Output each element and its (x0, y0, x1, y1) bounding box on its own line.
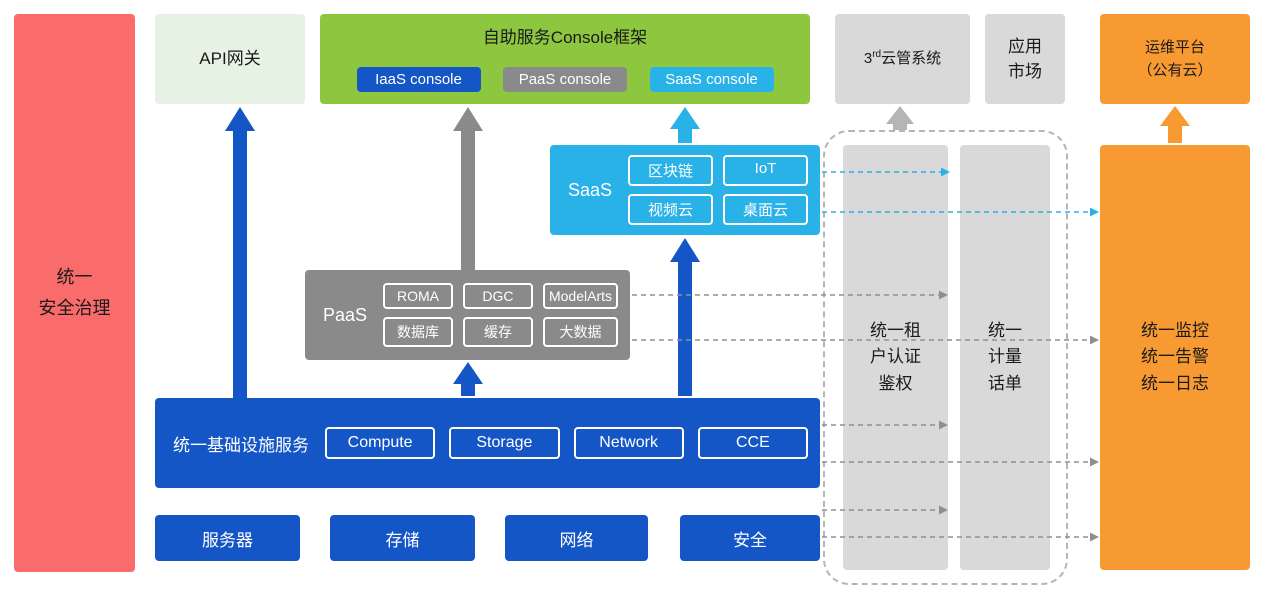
third-party-cloud-label: 3rd云管系统 (863, 49, 942, 68)
om-platform-label: 运维平台 （公有云） (1137, 38, 1213, 79)
arrow-saas-to-console (670, 107, 700, 143)
om-platform-box: 运维平台 （公有云） (1100, 14, 1250, 104)
bottom-box-network: 网络 (505, 515, 648, 561)
saas-item-iot: IoT (723, 155, 808, 186)
bottom-box-server-label: 服务器 (202, 530, 253, 550)
security-governance-bar: 统一 安全治理 (14, 14, 135, 572)
iaas-console-chip: IaaS console (356, 67, 481, 92)
saas-item-desktopcloud: 桌面云 (723, 194, 808, 225)
bottom-box-server: 服务器 (155, 515, 300, 561)
paas-console-chip: PaaS console (503, 67, 627, 92)
saas-item-videocloud: 视频云 (628, 194, 714, 225)
console-chip-row: IaaS console PaaS console SaaS console (334, 48, 796, 92)
bottom-box-security-label: 安全 (733, 530, 767, 550)
api-gateway-label: API网关 (199, 49, 261, 69)
paas-console-label: PaaS console (518, 71, 612, 88)
infrastructure-item-row: Compute Storage Network CCE (325, 427, 808, 459)
saas-console-chip: SaaS console (649, 67, 774, 92)
arrow-paas-to-console (453, 107, 483, 272)
paas-layer-box: PaaS ROMA DGC ModelArts 数据库 缓存 大数据 (305, 270, 630, 360)
infra-item-storage: Storage (449, 427, 560, 459)
infrastructure-layer-box: 统一基础设施服务 Compute Storage Network CCE (155, 398, 820, 488)
iaas-console-label: IaaS console (375, 71, 462, 88)
metering-label: 统一 计量 话单 (988, 320, 1022, 393)
infrastructure-label: 统一基础设施服务 (173, 435, 309, 455)
om-monitoring-bar: 统一监控 统一告警 统一日志 (1100, 145, 1250, 570)
third-party-cloud-box: 3rd云管系统 (835, 14, 970, 104)
arrow-infra-to-saas (670, 238, 700, 396)
bottom-box-storage: 存储 (330, 515, 475, 561)
bottom-box-storage-label: 存储 (385, 530, 420, 550)
paas-item-roma: ROMA (383, 283, 453, 309)
api-gateway-box: API网关 (155, 14, 305, 104)
saas-item-blockchain: 区块链 (628, 155, 714, 186)
paas-item-database: 数据库 (383, 317, 453, 347)
arrow-to-third-party-cloud (886, 106, 914, 130)
arrow-infra-to-paas (453, 362, 483, 396)
tenant-metering-dashed-frame (823, 130, 1068, 585)
arrow-to-om-platform (1160, 106, 1190, 143)
arrow-infra-to-api-gateway (225, 107, 255, 398)
paas-layer-label: PaaS (323, 304, 368, 325)
saas-layer-label: SaaS (568, 179, 613, 200)
paas-item-cache: 缓存 (463, 317, 533, 347)
saas-item-grid: 区块链 IoT 视频云 桌面云 (628, 155, 808, 225)
saas-layer-box: SaaS 区块链 IoT 视频云 桌面云 (550, 145, 820, 235)
bottom-box-network-label: 网络 (559, 530, 594, 550)
app-market-label: 应用 市场 (1008, 36, 1042, 82)
metering-bar: 统一 计量 话单 (960, 145, 1050, 570)
infra-item-network: Network (573, 427, 684, 459)
om-monitoring-label: 统一监控 统一告警 统一日志 (1141, 320, 1209, 393)
app-market-box: 应用 市场 (985, 14, 1065, 104)
paas-item-dgc: DGC (463, 283, 533, 309)
security-governance-label: 统一 安全治理 (38, 267, 111, 318)
console-frame-title: 自助服务Console框架 (482, 28, 648, 47)
tenant-auth-label: 统一租 户认证 鉴权 (870, 320, 921, 393)
console-frame-box: 自助服务Console框架 IaaS console PaaS console … (320, 14, 810, 104)
paas-item-modelarts: ModelArts (542, 283, 618, 309)
infra-item-compute: Compute (325, 427, 436, 459)
infra-item-cce: CCE (697, 427, 808, 459)
paas-item-bigdata: 大数据 (542, 317, 618, 347)
bottom-box-security: 安全 (680, 515, 820, 561)
tenant-auth-bar: 统一租 户认证 鉴权 (843, 145, 948, 570)
saas-console-label: SaaS console (665, 71, 758, 88)
paas-item-grid: ROMA DGC ModelArts 数据库 缓存 大数据 (383, 283, 618, 347)
